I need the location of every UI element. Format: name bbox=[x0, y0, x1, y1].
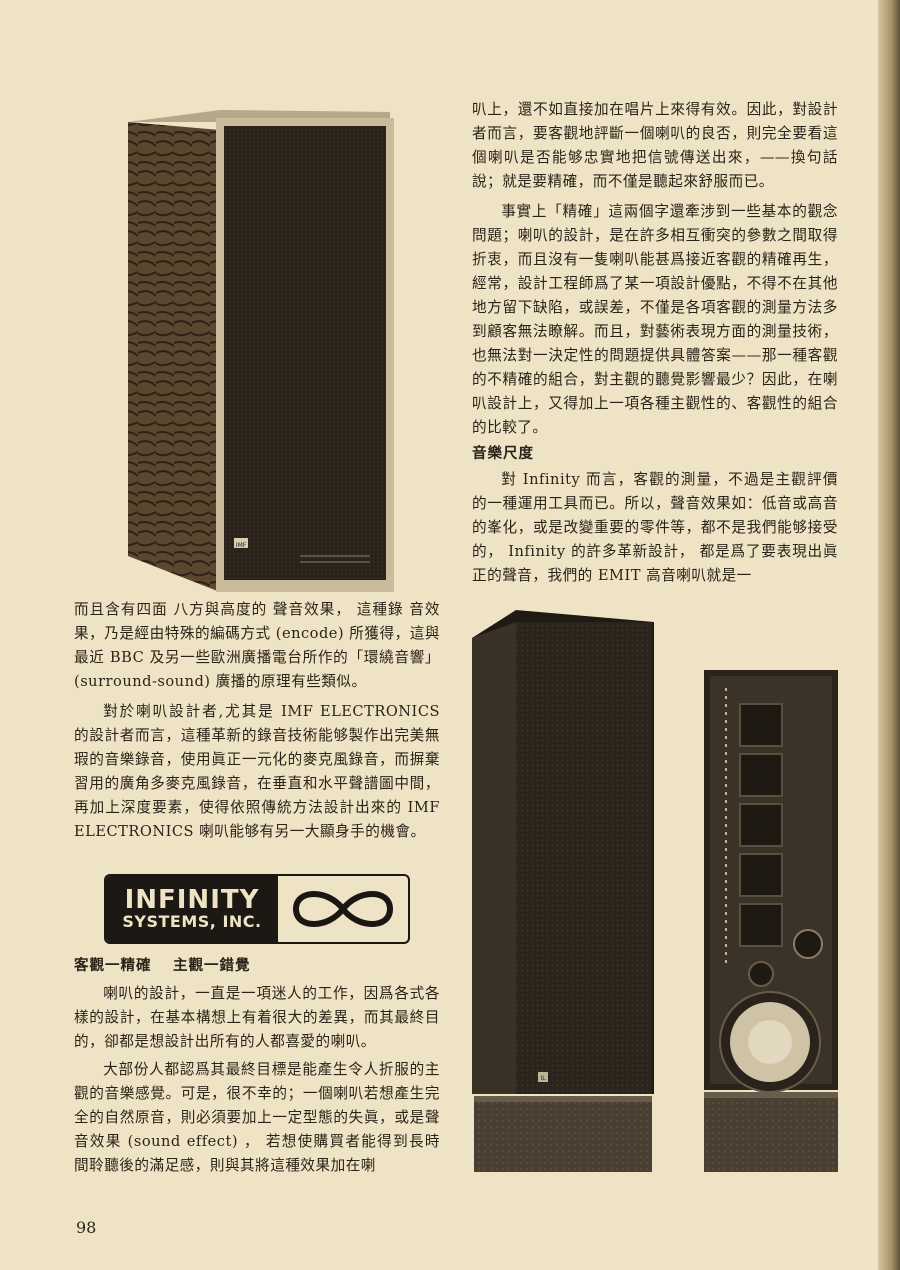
infinity-symbol-icon bbox=[278, 887, 408, 931]
speaker-photo-imf: IMF bbox=[128, 110, 394, 592]
svg-text:IL: IL bbox=[540, 1075, 546, 1082]
right-section-heading: 音樂尺度 bbox=[472, 446, 534, 462]
page-number: 98 bbox=[76, 1218, 97, 1237]
logo-line-1: INFINITY bbox=[124, 885, 260, 915]
left-paragraph-3: 喇叭的設計，一直是一項迷人的工作，因爲各式各樣的設計，在基本構想上有着很大的差異… bbox=[74, 985, 440, 1050]
left-column-lower: 客觀一精確 主觀一錯覺 喇叭的設計，一直是一項迷人的工作，因爲各式各樣的設計，在… bbox=[74, 954, 440, 1178]
logo-wordmark: INFINITY SYSTEMS, INC. bbox=[106, 876, 278, 942]
left-paragraph-4: 大部份人都認爲其最終目標是能產生令人折服的主觀的音樂感覺。可是，很不幸的；一個喇… bbox=[74, 1061, 440, 1174]
page-edge bbox=[878, 0, 900, 1270]
left-paragraph-1: 而且含有四面 八方與高度的 聲音效果， 這種錄 音效果，乃是經由特殊的編碼方式 … bbox=[74, 601, 440, 690]
speaker-photo-infinity: IL bbox=[472, 610, 838, 1172]
right-paragraph-2: 事實上「精確」這兩個字還牽涉到一些基本的觀念問題；喇叭的設計，是在許多相互衝突的… bbox=[472, 203, 838, 436]
left-paragraph-2: 對於喇叭設計者,尤其是 IMF ELECTRONICS 的設計者而言，這種革新的… bbox=[74, 703, 440, 840]
left-column: 而且含有四面 八方與高度的 聲音效果， 這種錄 音效果，乃是經由特殊的編碼方式 … bbox=[74, 598, 440, 844]
svg-text:IMF: IMF bbox=[236, 542, 247, 549]
infinity-systems-logo: INFINITY SYSTEMS, INC. bbox=[104, 874, 410, 944]
logo-line-2: SYSTEMS, INC. bbox=[122, 912, 262, 931]
left-section-heading: 客觀一精確 主觀一錯覺 bbox=[74, 958, 251, 974]
right-paragraph-3: 對 Infinity 而言，客觀的測量，不過是主觀評價的一種運用工具而已。所以，… bbox=[472, 471, 838, 584]
right-paragraph-1: 叭上，還不如直接加在唱片上來得有效。因此，對設計者而言，要客觀地評斷一個喇叭的良… bbox=[472, 101, 838, 190]
right-column: 叭上，還不如直接加在唱片上來得有效。因此，對設計者而言，要客觀地評斷一個喇叭的良… bbox=[472, 98, 838, 588]
